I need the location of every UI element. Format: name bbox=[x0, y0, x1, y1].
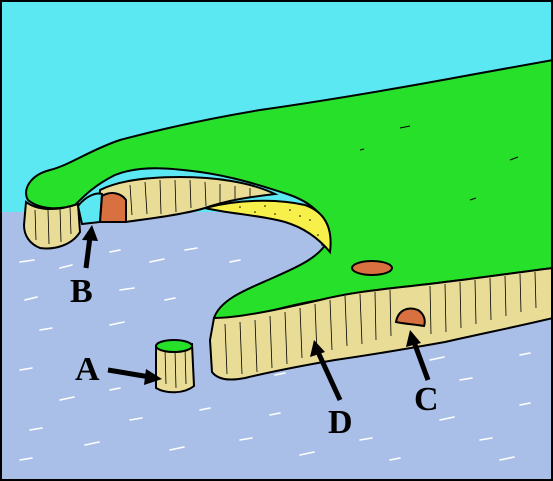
arch-cave bbox=[98, 192, 127, 223]
grass-marks bbox=[359, 125, 519, 201]
beach-sand-texture bbox=[239, 205, 323, 246]
sea-stack bbox=[155, 339, 196, 394]
sea-ripples bbox=[19, 247, 531, 461]
bay-cliff-face bbox=[96, 175, 279, 223]
cliff-cave bbox=[394, 307, 426, 328]
label-c: C bbox=[414, 381, 439, 418]
label-b: B bbox=[70, 273, 93, 310]
bay-beach bbox=[204, 199, 332, 255]
arrow-a bbox=[107, 367, 162, 385]
headland-front-cliff bbox=[208, 266, 553, 381]
label-a: A bbox=[75, 351, 100, 388]
headland-tip-cliff bbox=[22, 200, 82, 250]
tip-cliff-hatching bbox=[34, 205, 72, 245]
arrow-b bbox=[82, 225, 98, 269]
bay-cliff-hatching bbox=[129, 179, 251, 216]
land-patch bbox=[351, 260, 393, 276]
label-d: D bbox=[328, 404, 353, 441]
arrow-d bbox=[310, 340, 343, 402]
arrow-c bbox=[406, 330, 431, 381]
front-cliff-hatching bbox=[224, 271, 537, 375]
